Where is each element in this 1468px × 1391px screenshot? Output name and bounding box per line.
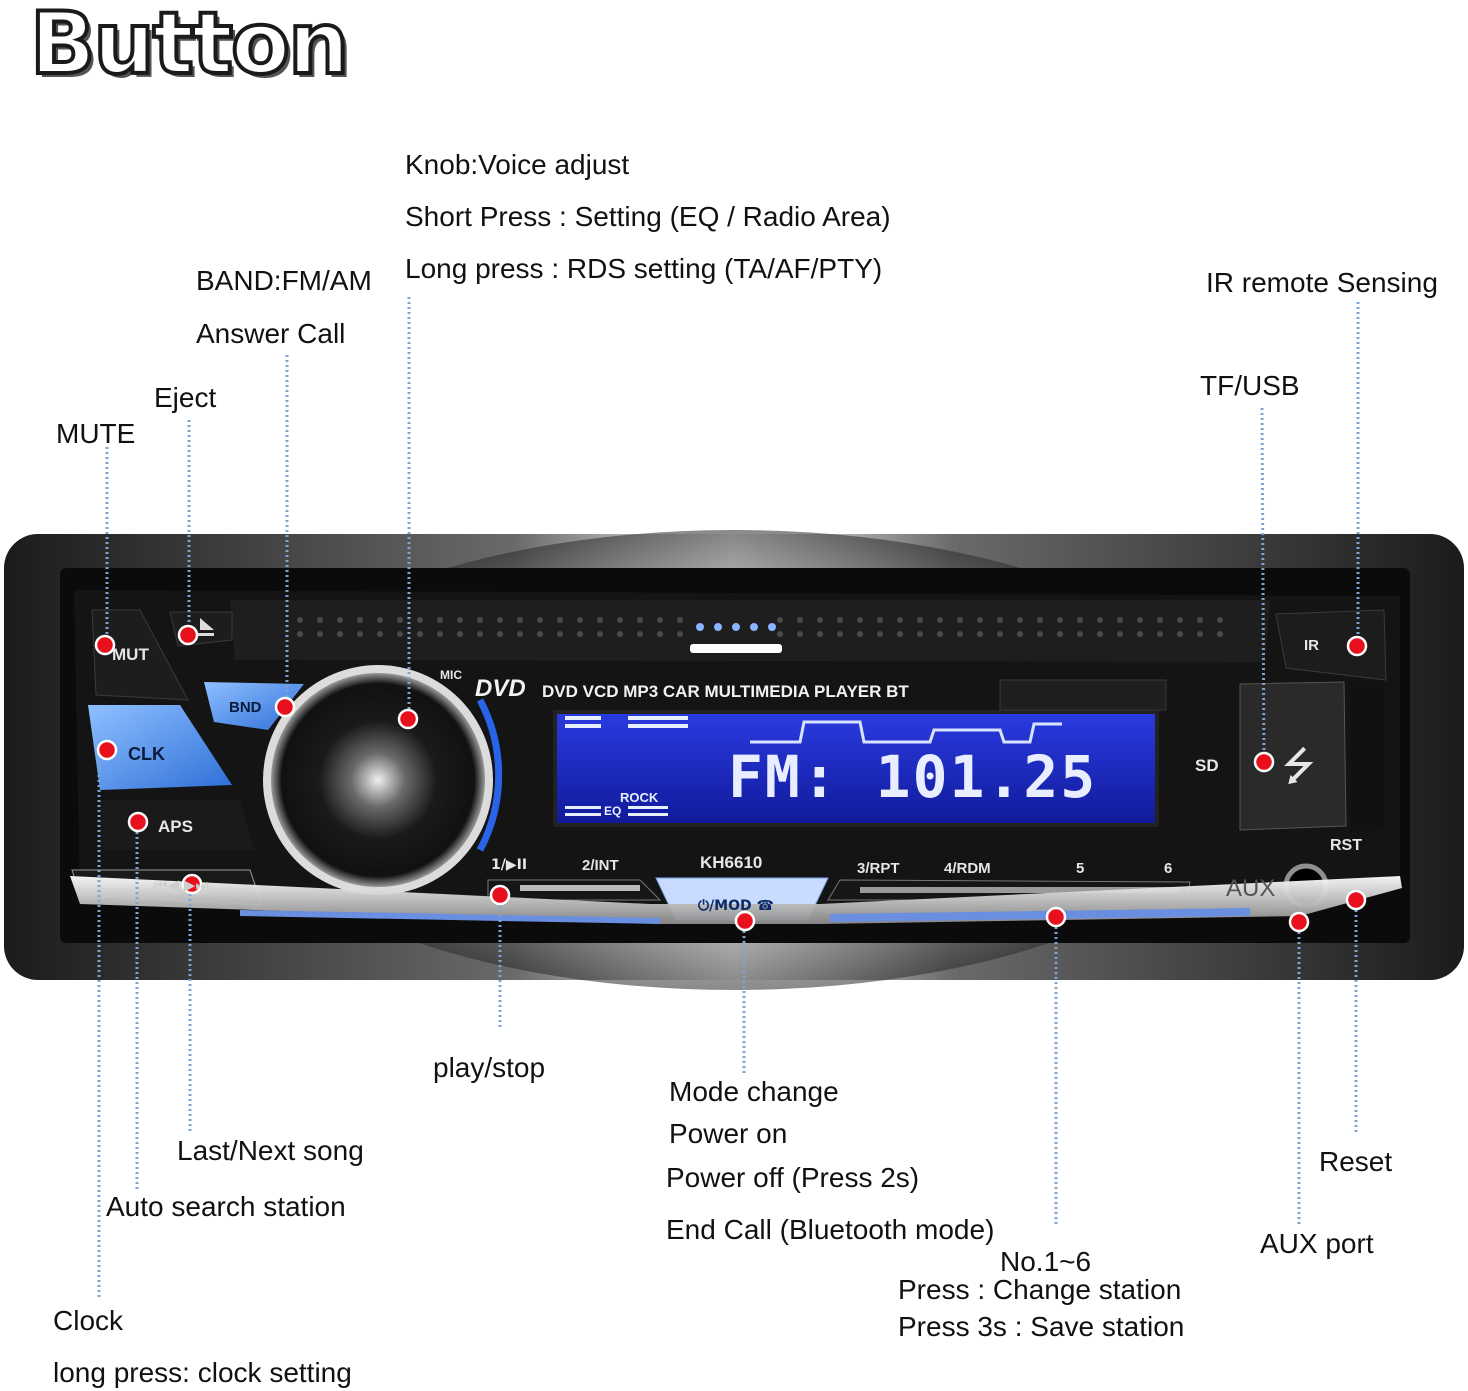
mode-label-line3: Power off (Press 2s) <box>666 1162 920 1193</box>
blue-trim-right <box>830 908 1250 922</box>
rst-label: RST <box>1330 837 1362 854</box>
usb-icon: ⭍ <box>1282 744 1315 790</box>
mic-label: MIC <box>440 668 462 682</box>
mut-button-shape <box>91 609 189 701</box>
mode-label-line4: End Call (Bluetooth mode) <box>666 1214 995 1245</box>
blue-trim-left <box>240 910 660 924</box>
clock-label-line2: long press: clock setting <box>53 1357 352 1388</box>
knob-label-line3: Long press : RDS setting (TA/AF/PTY) <box>405 253 883 284</box>
no16-label-line1: No.1~6 <box>1000 1246 1092 1277</box>
reset-label: Reset <box>1319 1146 1393 1177</box>
sd-label: SD <box>1195 756 1219 775</box>
bnd-button-label: BND <box>229 699 262 716</box>
volume-knob <box>271 673 485 887</box>
mod-button-label: ⏻/MOD ☎ <box>698 898 774 914</box>
sd-slot <box>1350 680 1384 832</box>
mut-button-label: MUT <box>112 645 149 664</box>
lcd-eq-curve <box>750 720 1062 744</box>
callout-markers <box>94 624 1368 933</box>
ir-sensor-label: IR <box>1304 637 1319 654</box>
prev-next-icon: ⏮◀ ▶⏭ <box>154 876 209 894</box>
preset-4-label: 4/RDM <box>944 860 991 877</box>
preset-light-left <box>520 885 640 891</box>
eject-label: Eject <box>154 382 217 413</box>
preset-6-label: 6 <box>1164 860 1172 877</box>
preset-2-label: 2/INT <box>582 857 619 874</box>
dvd-logo: DVD <box>475 675 526 702</box>
auxport-label: AUX port <box>1260 1228 1374 1259</box>
lcd-eq-label: EQ <box>604 804 621 818</box>
tfusb-label: TF/USB <box>1200 370 1300 401</box>
lcd-rock-label: ROCK <box>620 790 659 805</box>
slot-blue-dots <box>696 623 776 631</box>
slot-dots <box>297 617 1223 637</box>
slot-light <box>690 644 782 653</box>
mute-label: MUTE <box>56 418 136 449</box>
band-label-line1: BAND:FM/AM <box>196 265 372 296</box>
clock-label-line1: Clock <box>53 1305 124 1336</box>
lcd-bars <box>565 716 688 816</box>
eject-icon <box>200 618 214 630</box>
leader-lines <box>97 297 1360 1300</box>
preset-light-right <box>860 887 1180 893</box>
preset-1-label: 1/▶II <box>491 857 527 873</box>
aux-label: AUX <box>1226 875 1275 902</box>
preset-3-label: 3/RPT <box>857 860 900 877</box>
lcd-frequency-text: FM: 101.25 <box>728 743 1097 811</box>
preset-5-label: 5 <box>1076 860 1084 877</box>
lastnext-label: Last/Next song <box>177 1135 364 1166</box>
usb-door <box>1239 681 1347 831</box>
knob-label-line2: Short Press : Setting (EQ / Radio Area) <box>405 201 891 232</box>
autosearch-label: Auto search station <box>106 1191 346 1222</box>
clk-button-label: CLK <box>128 744 165 764</box>
mode-label-line1: Mode change <box>669 1076 839 1107</box>
band-label-line2: Answer Call <box>196 318 346 349</box>
bnd-button-shape <box>204 682 304 730</box>
disc-slot <box>230 600 1270 662</box>
eject-icon-bar <box>198 633 214 636</box>
mode-label-line2: Power on <box>669 1118 788 1149</box>
no16-label-line3: Press 3s : Save station <box>898 1311 1185 1342</box>
knob-label-line1: Knob:Voice adjust <box>405 149 630 180</box>
playstop-label: play/stop <box>433 1052 546 1083</box>
clk-button-shape <box>88 705 232 790</box>
lcd-upper-slot <box>999 679 1167 711</box>
aps-button-label: APS <box>158 817 193 836</box>
page-title: Button <box>28 0 351 96</box>
knob-ring-light <box>476 698 503 852</box>
no16-label-line2: Press : Change station <box>898 1274 1182 1305</box>
model-label: KH6610 <box>700 853 762 872</box>
brand-line: DVD VCD MP3 CAR MULTIMEDIA PLAYER BT <box>542 682 909 701</box>
ir-label: IR remote Sensing <box>1206 267 1438 298</box>
